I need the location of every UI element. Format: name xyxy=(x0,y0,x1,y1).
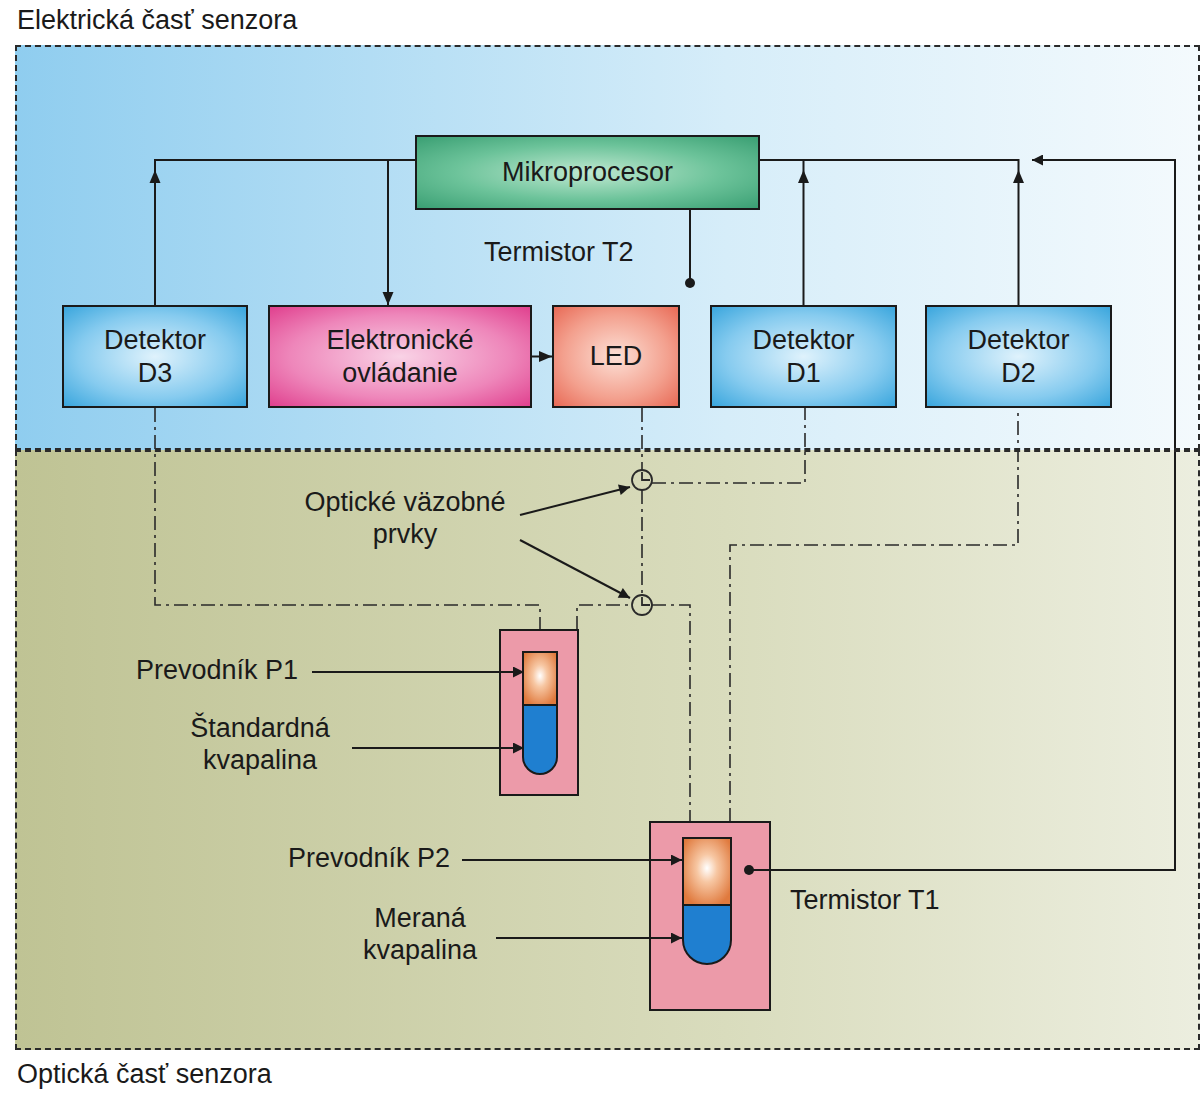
optical-path xyxy=(730,408,1018,822)
optical-coupler xyxy=(632,595,652,615)
connector-line xyxy=(155,160,415,305)
arrow-head xyxy=(539,351,552,362)
optical-path xyxy=(155,408,1018,822)
region-heading: Optická časť senzora xyxy=(17,1058,1198,1090)
part-label: Prevodník P2 xyxy=(288,842,450,874)
control-box: Elektronické ovládanie xyxy=(268,305,532,408)
transducer-p2 xyxy=(650,822,770,1010)
detector-box: Detektor D2 xyxy=(925,305,1112,408)
transducer-p1 xyxy=(500,630,578,795)
band-ground xyxy=(15,45,1200,450)
thermistor-dot xyxy=(685,278,695,288)
signal-connector xyxy=(760,160,1024,305)
process-box: Mikroprocesor xyxy=(415,135,760,210)
transducer-p2 xyxy=(650,822,770,1010)
transducer-p1 xyxy=(523,652,557,705)
led-box: LED xyxy=(552,305,680,408)
optical-coupler xyxy=(642,472,650,480)
optical-coupler xyxy=(632,470,652,615)
part-label: Optické väzobné prvky xyxy=(285,486,525,551)
signal-connector xyxy=(760,160,809,305)
optical-path xyxy=(652,408,805,483)
part-label: Termistor T1 xyxy=(790,884,940,916)
optical-coupler xyxy=(632,470,652,490)
leader-arrow xyxy=(462,859,682,861)
connector-line xyxy=(388,160,415,305)
band-ground xyxy=(15,45,1200,1050)
transducer-p1 xyxy=(500,630,578,795)
part-label: Termistor T2 xyxy=(484,236,634,268)
part-label: Prevodník P1 xyxy=(136,654,298,686)
transducer-p2 xyxy=(683,905,731,964)
box-label: Elektronické ovládanie xyxy=(270,324,530,389)
leader-arrow xyxy=(312,671,524,673)
optical-coupler xyxy=(642,597,650,605)
box-label: Mikroprocesor xyxy=(502,156,673,188)
transducer-p2 xyxy=(683,838,731,905)
leader-arrow xyxy=(520,487,630,515)
transducer-p1 xyxy=(523,705,557,774)
thermistor-wire xyxy=(690,160,1175,870)
thermistor-wire xyxy=(749,160,1175,870)
part-label: Štandardná kvapalina xyxy=(160,712,360,777)
region-band: Optická časť senzora xyxy=(15,450,1200,1050)
detector-box: Detektor D1 xyxy=(710,305,897,408)
leader-arrow xyxy=(496,937,682,939)
leader-arrow xyxy=(520,540,630,598)
box-label: Detektor D1 xyxy=(736,324,871,389)
arrow-head xyxy=(1013,170,1024,183)
optical-path xyxy=(641,490,643,595)
optical-path xyxy=(577,605,632,630)
signal-connector xyxy=(532,351,552,362)
thermistor-wire xyxy=(689,210,691,283)
connector-line xyxy=(760,160,804,305)
signal-connector xyxy=(383,160,416,305)
band-ground xyxy=(15,450,1200,1050)
leader-arrow xyxy=(352,747,524,749)
optical-path xyxy=(641,408,643,470)
arrow-head xyxy=(798,170,809,183)
arrow-head xyxy=(383,292,394,305)
part-label: Meraná kvapalina xyxy=(340,902,500,967)
signal-connector xyxy=(150,160,416,305)
optical-path xyxy=(652,605,690,822)
detector-box: Detektor D3 xyxy=(62,305,248,408)
box-label: LED xyxy=(590,340,643,372)
box-label: Detektor D3 xyxy=(88,324,223,389)
box-label: Detektor D2 xyxy=(951,324,1086,389)
thermistor-dot xyxy=(744,865,754,875)
connector-line xyxy=(760,160,1019,305)
optical-path xyxy=(155,408,540,630)
arrow-head xyxy=(150,170,161,183)
region-heading: Elektrická časť senzora xyxy=(17,4,1198,36)
